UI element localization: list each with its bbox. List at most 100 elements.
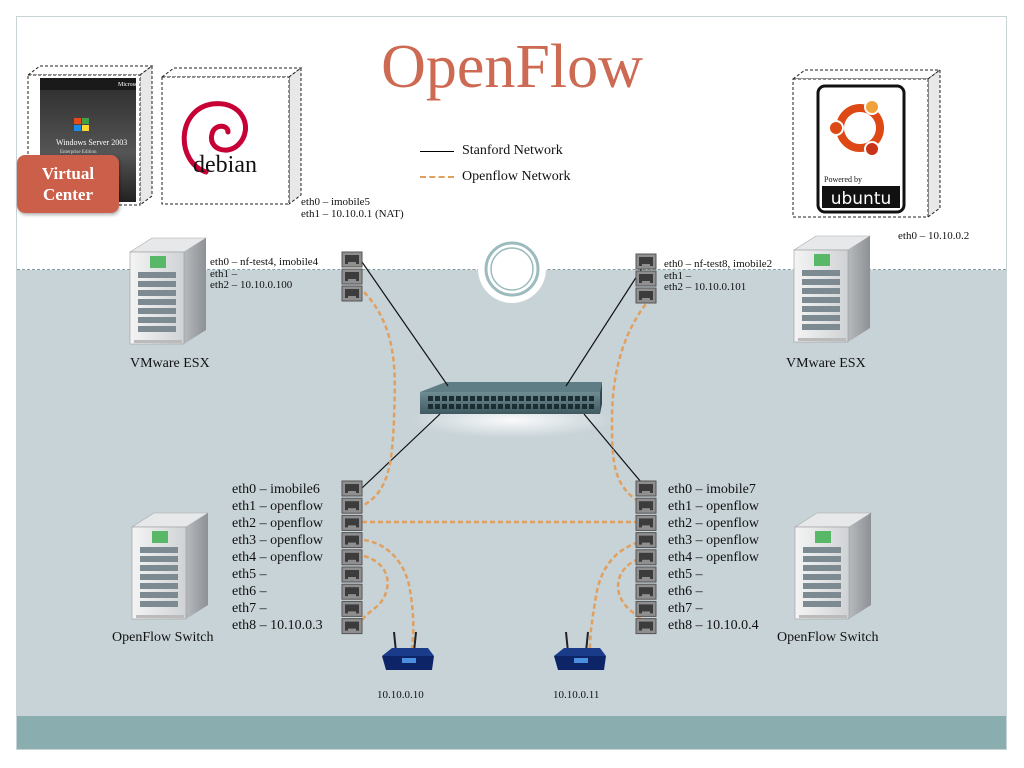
eth-label: eth0 – nf-test8, imobile2 bbox=[664, 258, 773, 270]
ethernet-port-icon bbox=[635, 618, 657, 635]
esx-left-server bbox=[128, 237, 208, 345]
esx-right-label: VMware ESX bbox=[786, 356, 866, 371]
switch-left-ports bbox=[341, 480, 363, 635]
eth-label: eth1 – openflow bbox=[232, 499, 323, 514]
eth-label: eth3 – openflow bbox=[232, 533, 323, 548]
ethernet-port-icon bbox=[635, 497, 657, 514]
eth-label: eth8 – 10.10.0.3 bbox=[232, 618, 323, 633]
ubuntu-eth0: eth0 – 10.10.0.2 bbox=[898, 230, 970, 242]
eth-label: eth4 – openflow bbox=[232, 550, 323, 565]
legend-label: Openflow Network bbox=[462, 169, 571, 184]
virtual-center-line1: Virtual bbox=[41, 164, 95, 183]
legend: Stanford Network Openflow Network bbox=[420, 138, 570, 190]
debian-logo-text: debian bbox=[193, 152, 257, 178]
switch-left-label: OpenFlow Switch bbox=[112, 630, 214, 645]
ethernet-port-icon bbox=[341, 549, 363, 566]
legend-label: Stanford Network bbox=[462, 143, 563, 158]
switch-right-label: OpenFlow Switch bbox=[777, 630, 879, 645]
eth-label: eth4 – openflow bbox=[668, 550, 759, 565]
ethernet-port-icon bbox=[341, 600, 363, 617]
ethernet-port-icon bbox=[635, 549, 657, 566]
ethernet-port-icon bbox=[341, 514, 363, 531]
ethernet-port-icon bbox=[341, 268, 363, 285]
eth-label: eth5 – bbox=[232, 567, 267, 582]
ubuntu-powered: Powered by bbox=[824, 175, 862, 184]
esx-left-eth-list: eth0 – nf-test4, imobile4 eth1 – eth2 – … bbox=[210, 256, 319, 292]
ethernet-port-icon bbox=[341, 583, 363, 600]
eth-label: eth1 – bbox=[664, 269, 692, 282]
hub-circle bbox=[478, 235, 546, 303]
central-switch bbox=[412, 382, 612, 438]
virtual-center-badge: Virtual Center bbox=[17, 155, 119, 213]
debian-eth-list: eth0 – imobile5 eth1 – 10.10.0.1 (NAT) bbox=[301, 196, 404, 220]
switch-right-eth-list: eth0 – imobile7 eth1 – openflow eth2 – o… bbox=[668, 481, 759, 634]
eth-label: eth5 – bbox=[668, 567, 703, 582]
router-left-ip: 10.10.0.10 bbox=[377, 689, 424, 701]
cables bbox=[359, 261, 657, 649]
windows-product: Windows Server 2003 bbox=[56, 138, 127, 147]
eth-label: eth6 – bbox=[668, 584, 703, 599]
ethernet-port-icon bbox=[341, 285, 363, 302]
windows-edition: Enterprise Edition bbox=[60, 150, 97, 155]
ethernet-port-icon bbox=[341, 618, 363, 635]
legend-line-solid bbox=[420, 150, 454, 152]
eth-label: eth8 – 10.10.0.4 bbox=[668, 618, 759, 633]
ethernet-port-icon bbox=[635, 532, 657, 549]
esx-left-label: VMware ESX bbox=[130, 356, 210, 371]
footer-band bbox=[17, 716, 1006, 749]
ethernet-port-icon bbox=[341, 497, 363, 514]
esx-right-eth-list: eth0 – nf-test8, imobile2 eth1 – eth2 – … bbox=[664, 258, 773, 294]
slide-frame bbox=[16, 16, 1007, 750]
windows-brand: Microsoft bbox=[118, 81, 142, 88]
esx-left-ports bbox=[341, 251, 363, 302]
eth-label: eth1 – bbox=[210, 267, 238, 280]
eth-label: eth2 – 10.10.0.101 bbox=[664, 281, 747, 293]
ubuntu-logo-text: ubuntu bbox=[831, 189, 892, 209]
ethernet-port-icon bbox=[635, 583, 657, 600]
eth-label: eth6 – bbox=[232, 584, 267, 599]
debian-swirl-icon bbox=[181, 101, 248, 175]
ethernet-port-icon bbox=[635, 480, 657, 497]
ethernet-port-icon bbox=[635, 566, 657, 583]
router-right-icon bbox=[554, 631, 606, 670]
legend-line-dashed bbox=[420, 176, 454, 178]
eth-label: eth1 – 10.10.0.1 (NAT) bbox=[301, 207, 404, 220]
router-left-icon bbox=[382, 631, 434, 670]
ethernet-port-icon bbox=[341, 480, 363, 497]
ubuntu-circle-icon bbox=[828, 99, 884, 157]
eth-label: eth0 – imobile6 bbox=[232, 482, 320, 497]
eth-label: eth0 – imobile5 bbox=[301, 196, 371, 208]
eth-label: eth0 – nf-test4, imobile4 bbox=[210, 256, 319, 268]
debian-box: debian bbox=[160, 67, 303, 205]
eth-label: eth3 – openflow bbox=[668, 533, 759, 548]
esx-right-ports bbox=[635, 253, 657, 304]
ethernet-port-icon bbox=[341, 566, 363, 583]
switch-right-ports bbox=[635, 480, 657, 635]
diagram-area bbox=[17, 270, 1006, 716]
legend-item-openflow: Openflow Network bbox=[420, 164, 570, 190]
legend-item-stanford: Stanford Network bbox=[420, 138, 570, 164]
eth-label: eth2 – 10.10.0.100 bbox=[210, 279, 293, 291]
ethernet-port-icon bbox=[635, 270, 657, 287]
ethernet-port-icon bbox=[341, 251, 363, 268]
eth-label: eth1 – openflow bbox=[668, 499, 759, 514]
ethernet-port-icon bbox=[635, 253, 657, 270]
esx-right-server bbox=[792, 235, 872, 343]
ethernet-port-icon bbox=[341, 532, 363, 549]
windows-logo-icon bbox=[74, 118, 89, 131]
switch-left-server bbox=[130, 512, 210, 620]
ethernet-port-icon bbox=[635, 514, 657, 531]
router-right-ip: 10.10.0.11 bbox=[553, 689, 600, 701]
eth-label: eth2 – openflow bbox=[668, 516, 759, 531]
ethernet-port-icon bbox=[635, 600, 657, 617]
virtual-center-line2: Center bbox=[42, 185, 94, 204]
eth-label: eth7 – bbox=[232, 601, 267, 616]
switch-left-eth-list: eth0 – imobile6 eth1 – openflow eth2 – o… bbox=[232, 481, 323, 634]
page-title: OpenFlow bbox=[381, 33, 643, 101]
ubuntu-box: Powered by ubuntu bbox=[791, 69, 942, 218]
eth-label: eth0 – imobile7 bbox=[668, 482, 756, 497]
ethernet-port-icon bbox=[635, 287, 657, 304]
eth-label: eth7 – bbox=[668, 601, 703, 616]
